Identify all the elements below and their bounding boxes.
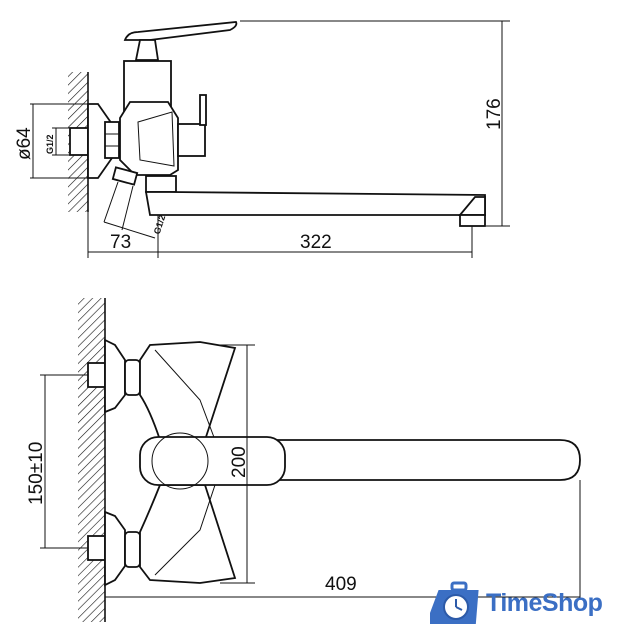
spout-swivel-nut	[145, 175, 177, 193]
timeshop-logo: TimeShop	[430, 580, 620, 628]
dim-spout-length-label: 322	[300, 232, 332, 253]
body-recess	[137, 111, 175, 167]
lever-handle	[123, 21, 238, 41]
thread-inlet-label: G1/2	[45, 134, 55, 154]
lever-stem	[134, 39, 160, 61]
aerator	[459, 214, 486, 227]
logo-text: TimeShop	[486, 589, 603, 617]
dim-wall-offset-label: 73	[110, 232, 131, 253]
wall-hatch-2	[78, 298, 105, 622]
side-view: G1/2 176 73 322 ø64 G1/2	[14, 20, 510, 258]
diverter-housing	[177, 123, 206, 157]
lever-top	[139, 436, 286, 486]
dim-height-label: 176	[484, 98, 505, 130]
hose-outlet	[111, 166, 139, 186]
cartridge-outline	[151, 432, 209, 490]
dim-diameter-label: ø64	[14, 127, 35, 160]
diverter-knob	[199, 94, 207, 126]
dim-body-height-label: 200	[229, 446, 250, 478]
mixer-body-top	[139, 341, 237, 584]
upper-inlet	[87, 338, 141, 414]
clock-bag-icon	[430, 581, 479, 624]
dim-total-length-label: 409	[325, 574, 357, 595]
lower-inlet	[87, 510, 141, 587]
thread-hose-label: G1/2	[152, 214, 168, 236]
inlet-pipe	[69, 127, 89, 156]
eccentric-nut	[104, 121, 120, 159]
top-view: 200 150±10 409	[26, 298, 581, 622]
spout	[144, 191, 486, 216]
dim-spacing-label: 150±10	[26, 442, 47, 505]
mixer-body	[119, 101, 179, 176]
